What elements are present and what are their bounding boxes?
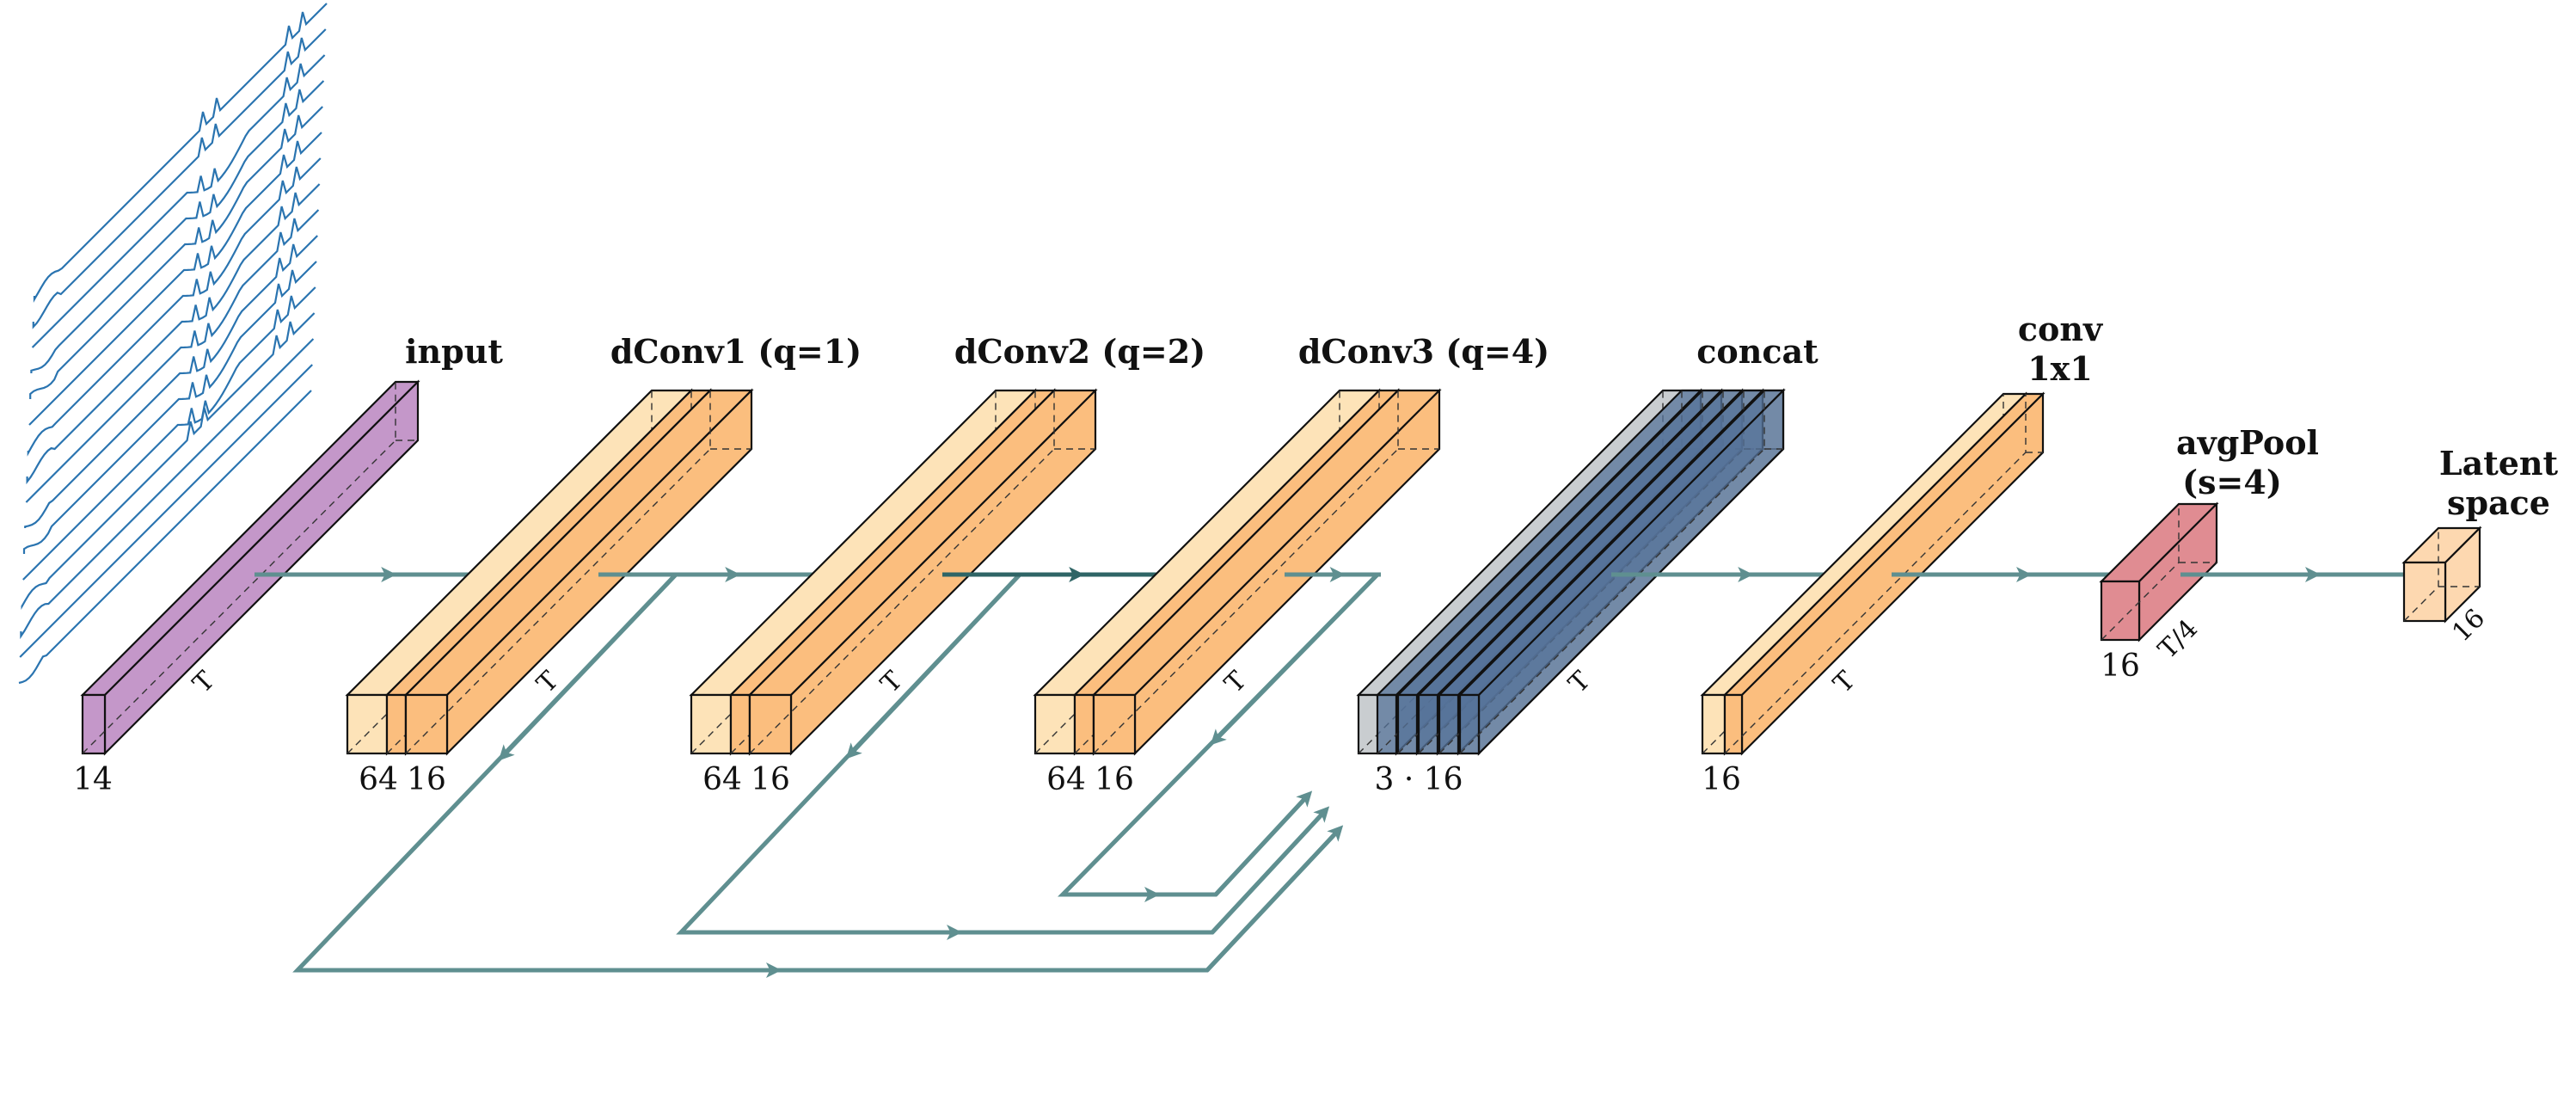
avgpool-prism-front bbox=[2101, 581, 2139, 640]
signal-channel-7 bbox=[25, 236, 317, 528]
length-concat: T bbox=[1563, 666, 1597, 699]
conv1x1-layer-light-front bbox=[1702, 695, 1725, 753]
length-dconv3: T bbox=[1219, 666, 1253, 699]
dconv3-layer-64-front bbox=[1035, 695, 1075, 753]
dim-dconv2-b: 16 bbox=[751, 762, 790, 797]
title-avgpool-line2: (s=4) bbox=[2182, 463, 2282, 501]
length-input: T bbox=[187, 666, 221, 699]
concat-layer-4-top bbox=[1439, 390, 1763, 695]
title-dconv2: dConv2 (q=2) bbox=[954, 332, 1205, 371]
dconv1-layer-64-front bbox=[347, 695, 387, 753]
dconv3-layer-16-b-front bbox=[1094, 695, 1135, 753]
dim-dconv2-a: 64 bbox=[702, 762, 742, 797]
dconv1-layer-16-b-top bbox=[406, 390, 751, 695]
signal-channel-11 bbox=[29, 132, 322, 425]
title-concat: concat bbox=[1696, 332, 1819, 371]
signal-channel-12 bbox=[30, 107, 322, 399]
signal-channel-10 bbox=[28, 158, 321, 453]
length-avgpool: T/4 bbox=[2153, 614, 2205, 666]
input-prism-front bbox=[83, 695, 105, 753]
eeg-signal-traces bbox=[19, 3, 327, 683]
dconv1-layer-16-b-front bbox=[406, 695, 447, 753]
title-conv-line2: 1x1 bbox=[2027, 349, 2093, 388]
dim-input-channels: 14 bbox=[73, 762, 113, 797]
signal-channel-16 bbox=[34, 3, 327, 299]
dconv2-layer-16-b-front bbox=[750, 695, 791, 753]
dim-dconv3-b: 16 bbox=[1095, 762, 1134, 797]
title-latent-line2: space bbox=[2447, 483, 2550, 522]
skip-dconv1-arrow-2 bbox=[1207, 831, 1338, 970]
title-dconv3: dConv3 (q=4) bbox=[1298, 332, 1549, 371]
dim-dconv1-b: 16 bbox=[407, 762, 446, 797]
signal-channel-8 bbox=[26, 210, 318, 502]
latent-prism-front bbox=[2404, 563, 2445, 621]
avgpool-prism bbox=[2101, 504, 2217, 640]
dim-avgpool: 16 bbox=[2101, 649, 2140, 684]
dim-conv1x1: 16 bbox=[1702, 762, 1741, 797]
title-input: input bbox=[405, 332, 503, 371]
signal-channel-13 bbox=[31, 81, 323, 373]
signal-channel-15 bbox=[34, 29, 326, 327]
skip-dconv2-arrow-2 bbox=[1212, 812, 1324, 932]
title-dconv1: dConv1 (q=1) bbox=[610, 332, 862, 371]
length-dconv2: T bbox=[875, 666, 909, 699]
title-conv-line1: conv bbox=[2018, 310, 2104, 348]
title-latent-line1: Latent bbox=[2439, 444, 2559, 483]
dconv3-layer-16-b-top bbox=[1094, 390, 1439, 695]
dconv2-layer-16-b-top bbox=[750, 390, 1095, 695]
dconv2-layer-64-front bbox=[691, 695, 731, 753]
title-avgpool-line1: avgPool bbox=[2176, 423, 2319, 462]
dim-dconv3-a: 64 bbox=[1046, 762, 1086, 797]
dim-dconv1-a: 64 bbox=[359, 762, 398, 797]
block-avgpool bbox=[2101, 504, 2217, 640]
signal-channel-14 bbox=[33, 55, 325, 347]
dim-concat: 3 · 16 bbox=[1374, 762, 1463, 797]
length-conv1x1: T bbox=[1828, 666, 1861, 699]
input-prism-top bbox=[83, 382, 418, 695]
